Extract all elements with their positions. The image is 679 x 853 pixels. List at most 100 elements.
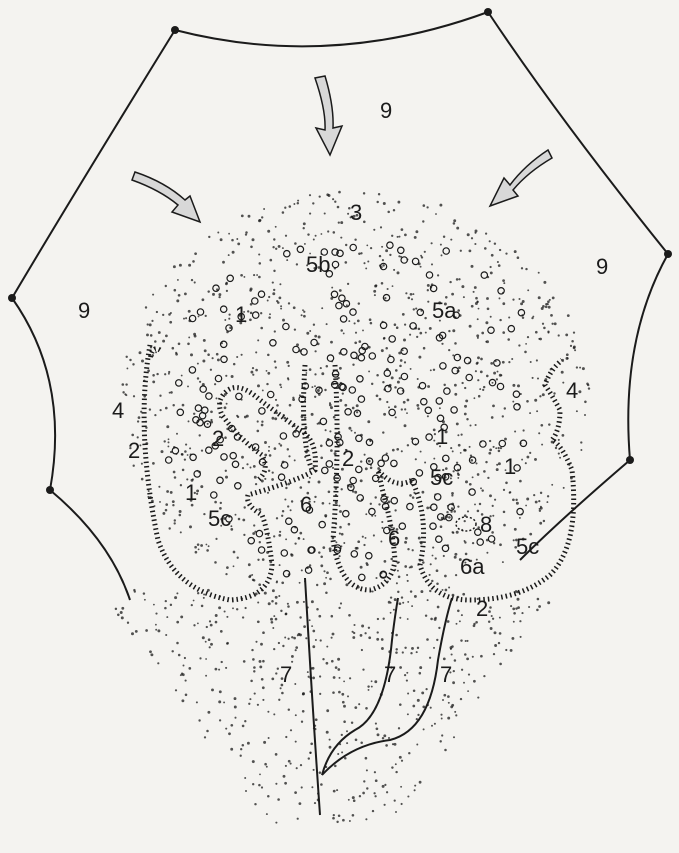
stipple-dot bbox=[364, 454, 366, 456]
stipple-dot bbox=[356, 411, 358, 413]
stipple-dot bbox=[466, 418, 468, 420]
stipple-dot bbox=[367, 685, 369, 687]
cell-circle bbox=[436, 536, 442, 542]
stipple-dot bbox=[287, 605, 290, 608]
stipple-dot bbox=[531, 317, 533, 319]
stipple-dot bbox=[456, 278, 459, 281]
stipple-dot bbox=[480, 487, 482, 489]
stipple-dot bbox=[517, 384, 520, 387]
stipple-dot bbox=[373, 792, 375, 794]
stipple-dot bbox=[329, 430, 331, 432]
cell-circle bbox=[359, 574, 365, 580]
cell-circle bbox=[466, 374, 472, 380]
stipple-dot bbox=[365, 267, 367, 269]
stipple-dot bbox=[188, 264, 191, 267]
stipple-dot bbox=[225, 476, 228, 479]
stipple-dot bbox=[469, 446, 471, 448]
stipple-dot bbox=[279, 384, 281, 386]
stipple-dot bbox=[441, 254, 443, 256]
stipple-dot bbox=[257, 620, 260, 623]
stipple-dot bbox=[260, 327, 263, 330]
stipple-dot bbox=[344, 261, 347, 264]
stipple-dot bbox=[489, 240, 491, 242]
stipple-dot bbox=[296, 263, 298, 265]
stipple-dot bbox=[454, 556, 457, 559]
stipple-dot bbox=[483, 386, 485, 388]
cell-circle bbox=[284, 251, 290, 257]
stipple-dot bbox=[500, 447, 502, 449]
stipple-dot bbox=[238, 518, 241, 521]
stipple-dot bbox=[391, 235, 393, 237]
stipple-dot bbox=[340, 602, 342, 604]
stipple-dot bbox=[538, 605, 541, 608]
stipple-dot bbox=[360, 634, 363, 637]
label-8: 8 bbox=[480, 512, 492, 537]
stipple-dot bbox=[172, 504, 174, 506]
stipple-dot bbox=[226, 290, 228, 292]
stipple-dot bbox=[300, 486, 303, 489]
stipple-dot bbox=[354, 322, 356, 324]
stipple-dot bbox=[225, 375, 227, 377]
stipple-dot bbox=[535, 331, 538, 334]
stipple-dot bbox=[262, 558, 265, 561]
stipple-dot bbox=[576, 366, 578, 368]
stipple-dot bbox=[264, 478, 266, 480]
stipple-dot bbox=[175, 689, 177, 691]
stipple-dot bbox=[193, 413, 195, 415]
stipple-dot bbox=[502, 302, 505, 305]
stipple-dot bbox=[534, 458, 537, 461]
stipple-dot bbox=[176, 433, 178, 435]
stipple-dot bbox=[368, 636, 371, 639]
stipple-dot bbox=[407, 601, 409, 603]
stipple-dot bbox=[275, 366, 277, 368]
stipple-dot bbox=[492, 405, 495, 408]
cell-circle bbox=[211, 492, 217, 498]
stipple-dot bbox=[253, 670, 255, 672]
stipple-dot bbox=[406, 574, 408, 576]
stipple-dot bbox=[526, 498, 529, 501]
stipple-dot bbox=[472, 542, 474, 544]
stipple-dot bbox=[375, 779, 378, 782]
stipple-dot bbox=[382, 737, 384, 739]
stipple-dot bbox=[430, 618, 433, 621]
stipple-dot bbox=[443, 694, 446, 697]
stipple-dot bbox=[219, 719, 221, 721]
stipple-dot bbox=[530, 361, 532, 363]
stipple-dot bbox=[159, 395, 161, 397]
stipple-dot bbox=[342, 392, 344, 394]
stipple-dot bbox=[268, 316, 271, 319]
stipple-dot bbox=[521, 459, 523, 461]
stipple-dot bbox=[295, 646, 298, 649]
stipple-dot bbox=[394, 386, 397, 389]
cell-circle bbox=[253, 312, 259, 318]
stipple-dot bbox=[275, 618, 278, 621]
cell-circle bbox=[227, 275, 233, 281]
stipple-dot bbox=[241, 456, 244, 459]
stipple-dot bbox=[439, 740, 441, 742]
cell-circle bbox=[345, 409, 351, 415]
stipple-dot bbox=[127, 622, 129, 624]
stipple-dot bbox=[155, 351, 157, 353]
stipple-dot bbox=[452, 450, 454, 452]
stipple-dot bbox=[304, 243, 306, 245]
stipple-dot bbox=[210, 643, 213, 646]
stipple-dot bbox=[542, 393, 545, 396]
stipple-dot bbox=[398, 727, 400, 729]
cell-circle bbox=[282, 462, 288, 468]
stipple-dot bbox=[231, 375, 234, 378]
stipple-dot bbox=[441, 734, 443, 736]
stipple-dot bbox=[178, 343, 181, 346]
stipple-dot bbox=[331, 287, 333, 289]
cell-circle bbox=[189, 367, 195, 373]
stipple-dot bbox=[419, 781, 422, 784]
stipple-dot bbox=[244, 720, 246, 722]
stipple-dot bbox=[287, 379, 289, 381]
stipple-dot bbox=[172, 347, 175, 350]
stipple-dot bbox=[427, 301, 429, 303]
stipple-dot bbox=[354, 432, 356, 434]
stipple-dot bbox=[422, 491, 425, 494]
stipple-dot bbox=[510, 649, 513, 652]
stipple-dot bbox=[290, 509, 292, 511]
stipple-dot bbox=[401, 760, 403, 762]
